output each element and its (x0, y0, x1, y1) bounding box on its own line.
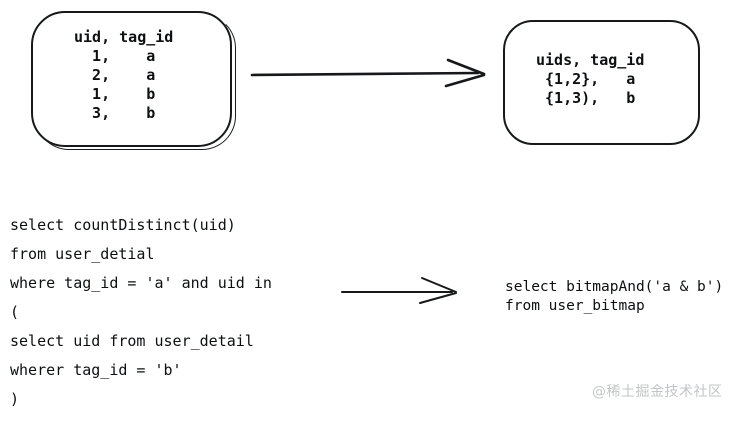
result-bitmap-text: uids, tag_id {1,2}, a {1,3), b (536, 51, 645, 107)
sql-query-bitmap: select bitmapAnd('a & b') from user_bitm… (505, 279, 724, 314)
source-table-text: uid, tag_id 1, a 2, a 1, b 3, b (74, 28, 174, 122)
arrow-right-icon (341, 277, 457, 304)
watermark-text: @稀土掘金技术社区 (592, 384, 723, 400)
source-table-box (31, 11, 232, 147)
sql-query-original: select countDistinct(uid) from user_deti… (10, 216, 272, 408)
arrow-right-icon (250, 58, 486, 88)
result-bitmap-box (503, 20, 700, 145)
